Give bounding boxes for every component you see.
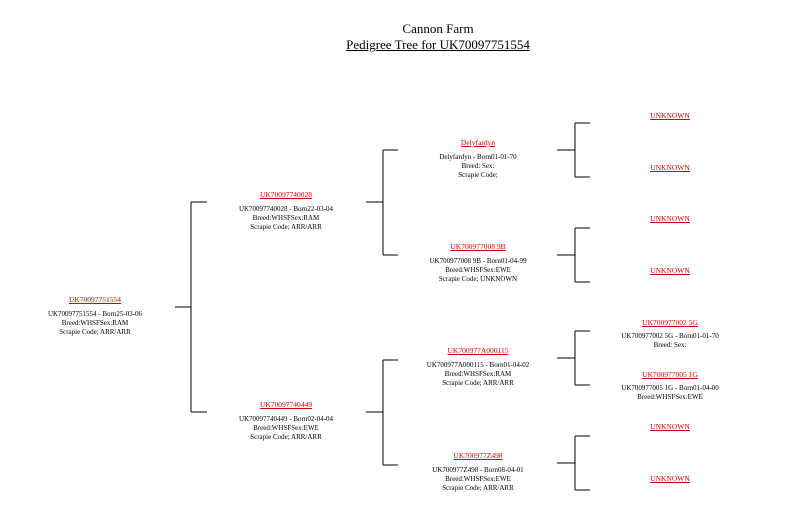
sire-sire-node: Delyfardyn Delyfardyn - Born01-01-70 Bre… — [439, 138, 516, 180]
dam-id-link[interactable]: UK70097740449 — [259, 400, 313, 409]
dam-dam-node: UK700977Z498 UK700977Z498 - Born08-04-01… — [432, 451, 523, 493]
subject-scrapie: Scrapie Code; ARR/ARR — [59, 328, 131, 336]
dam-sire-breed: Breed:WHSFSex:RAM — [444, 370, 512, 378]
great-grandparent-born: UK700977005 1G - Born01-04-00 — [621, 384, 719, 392]
subject-breed: Breed:WHSFSex:RAM — [61, 319, 129, 327]
sire-dam-id-link[interactable]: UK700977008 9B — [450, 242, 506, 251]
sire-dam-breed: Breed:WHSFSex:EWE — [445, 266, 511, 274]
sire-sire-id-link[interactable]: Delyfardyn — [460, 138, 496, 147]
unknown-link[interactable]: UNKNOWN — [650, 422, 690, 431]
great-grandparent-node: UK700977002 5G UK700977002 5G - Born01-0… — [621, 318, 718, 350]
unknown-link[interactable]: UNKNOWN — [650, 266, 690, 275]
sire-dam-node: UK700977008 9B UK700977008 9B - Born01-0… — [429, 242, 526, 284]
great-grandparent-node: UK700977005 1G UK700977005 1G - Born01-0… — [621, 370, 718, 402]
great-grandparent-id-link[interactable]: UK700977002 5G — [642, 318, 698, 327]
dam-node: UK70097740449 UK70097740449 - Born02-04-… — [239, 400, 333, 442]
dam-dam-born: UK700977Z498 - Born08-04-01 — [432, 466, 524, 474]
sire-born: UK70097740028 - Born22-03-04 — [238, 205, 334, 213]
dam-dam-id-link[interactable]: UK700977Z498 — [453, 451, 503, 460]
dam-dam-breed: Breed:WHSFSex:EWE — [445, 475, 511, 483]
sire-id-link[interactable]: UK70097740028 — [259, 190, 313, 199]
dam-sire-node: UK700977A000115 UK700977A000115 - Born01… — [427, 346, 529, 388]
great-grandparent-breed: Breed:WHSFSex:EWE — [637, 393, 703, 401]
unknown-link[interactable]: UNKNOWN — [650, 474, 690, 483]
sire-dam-scrapie: Scrapie Code; UNKNOWN — [438, 275, 518, 283]
dam-scrapie: Scrapie Code; ARR/ARR — [250, 433, 322, 441]
dam-sire-scrapie: Scrapie Code; ARR/ARR — [442, 379, 514, 387]
dam-born: UK70097740449 - Born02-04-04 — [238, 415, 334, 423]
subject-id-link[interactable]: UK70097751554 — [68, 295, 122, 304]
sire-node: UK70097740028 UK70097740028 - Born22-03-… — [239, 190, 333, 232]
dam-sire-id-link[interactable]: UK700977A000115 — [447, 346, 509, 355]
page-title: Pedigree Tree for UK70097751554 — [346, 37, 530, 52]
great-grandparent-id-link[interactable]: UK700977005 1G — [642, 370, 698, 379]
sire-dam-born: UK700977008 9B - Born01-04-99 — [429, 257, 527, 265]
unknown-link[interactable]: UNKNOWN — [650, 111, 690, 120]
sire-sire-born: Delyfardyn - Born01-01-70 — [439, 153, 517, 161]
great-grandparent-born: UK700977002 5G - Born01-01-70 — [621, 332, 719, 340]
sire-sire-scrapie: Scrapie Code; — [458, 171, 498, 179]
sire-sire-breed: Breed: Sex: — [461, 162, 495, 170]
dam-breed: Breed:WHSFSex:EWE — [253, 424, 319, 432]
sire-breed: Breed:WHSFSex:RAM — [252, 214, 320, 222]
dam-dam-scrapie: Scrapie Code; ARR/ARR — [442, 484, 514, 492]
dam-sire-born: UK700977A000115 - Born01-04-02 — [426, 361, 530, 369]
unknown-link[interactable]: UNKNOWN — [650, 214, 690, 223]
unknown-link[interactable]: UNKNOWN — [650, 163, 690, 172]
subject-node: UK70097751554 UK70097751554 - Born25-03-… — [48, 295, 142, 337]
sire-scrapie: Scrapie Code; ARR/ARR — [250, 223, 322, 231]
farm-name: Cannon Farm — [402, 21, 474, 36]
subject-born: UK70097751554 - Born25-03-06 — [47, 310, 143, 318]
great-grandparent-breed: Breed: Sex: — [653, 341, 687, 349]
